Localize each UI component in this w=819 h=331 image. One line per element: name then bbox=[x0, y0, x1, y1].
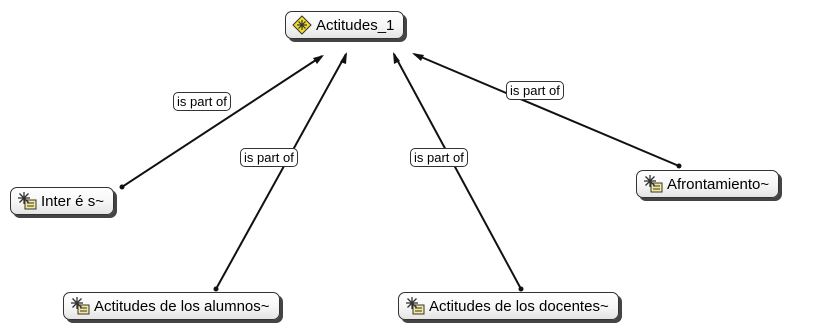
node-actitudes-docentes[interactable]: Actitudes de los docentes~ bbox=[398, 292, 619, 320]
node-label: Actitudes_1 bbox=[316, 16, 395, 34]
node-label: Afrontamiento~ bbox=[667, 175, 770, 193]
edge-label-interes[interactable]: is part of bbox=[173, 92, 231, 111]
edge-end-dot-docentes bbox=[518, 286, 524, 292]
edge-line-alumnos bbox=[215, 53, 347, 290]
edge-end-dot-afrontamiento bbox=[676, 163, 682, 169]
edge-arrowheads bbox=[313, 52, 424, 64]
arrowhead-docentes bbox=[393, 52, 400, 64]
edge-label-afrontamiento[interactable]: is part of bbox=[506, 81, 564, 100]
code-family-highlighted-icon bbox=[291, 15, 313, 35]
node-label: Inter é s~ bbox=[41, 192, 104, 210]
edge-line-docentes bbox=[393, 53, 522, 290]
code-family-icon bbox=[404, 296, 426, 316]
node-afrontamiento[interactable]: Afrontamiento~ bbox=[636, 170, 780, 198]
arrowhead-afrontamiento bbox=[412, 53, 424, 61]
node-interes[interactable]: Inter é s~ bbox=[10, 187, 114, 215]
node-actitudes-1[interactable]: Actitudes_1 bbox=[285, 11, 405, 39]
edge-end-dots bbox=[119, 163, 682, 292]
node-label: Actitudes de los docentes~ bbox=[429, 297, 609, 315]
code-family-icon bbox=[69, 296, 91, 316]
edge-line-interes bbox=[121, 55, 323, 188]
edge-line-afrontamiento bbox=[413, 53, 680, 167]
code-family-icon bbox=[16, 191, 38, 211]
edge-label-alumnos[interactable]: is part of bbox=[240, 148, 298, 167]
arrowhead-interes bbox=[313, 55, 324, 64]
edge-lines bbox=[121, 53, 680, 290]
node-actitudes-alumnos[interactable]: Actitudes de los alumnos~ bbox=[63, 292, 280, 320]
edge-end-dot-alumnos bbox=[213, 286, 219, 292]
arrowhead-alumnos bbox=[340, 52, 347, 64]
node-label: Actitudes de los alumnos~ bbox=[94, 297, 270, 315]
edge-label-docentes[interactable]: is part of bbox=[410, 148, 468, 167]
code-family-icon bbox=[642, 174, 664, 194]
edge-end-dot-interes bbox=[119, 184, 125, 190]
